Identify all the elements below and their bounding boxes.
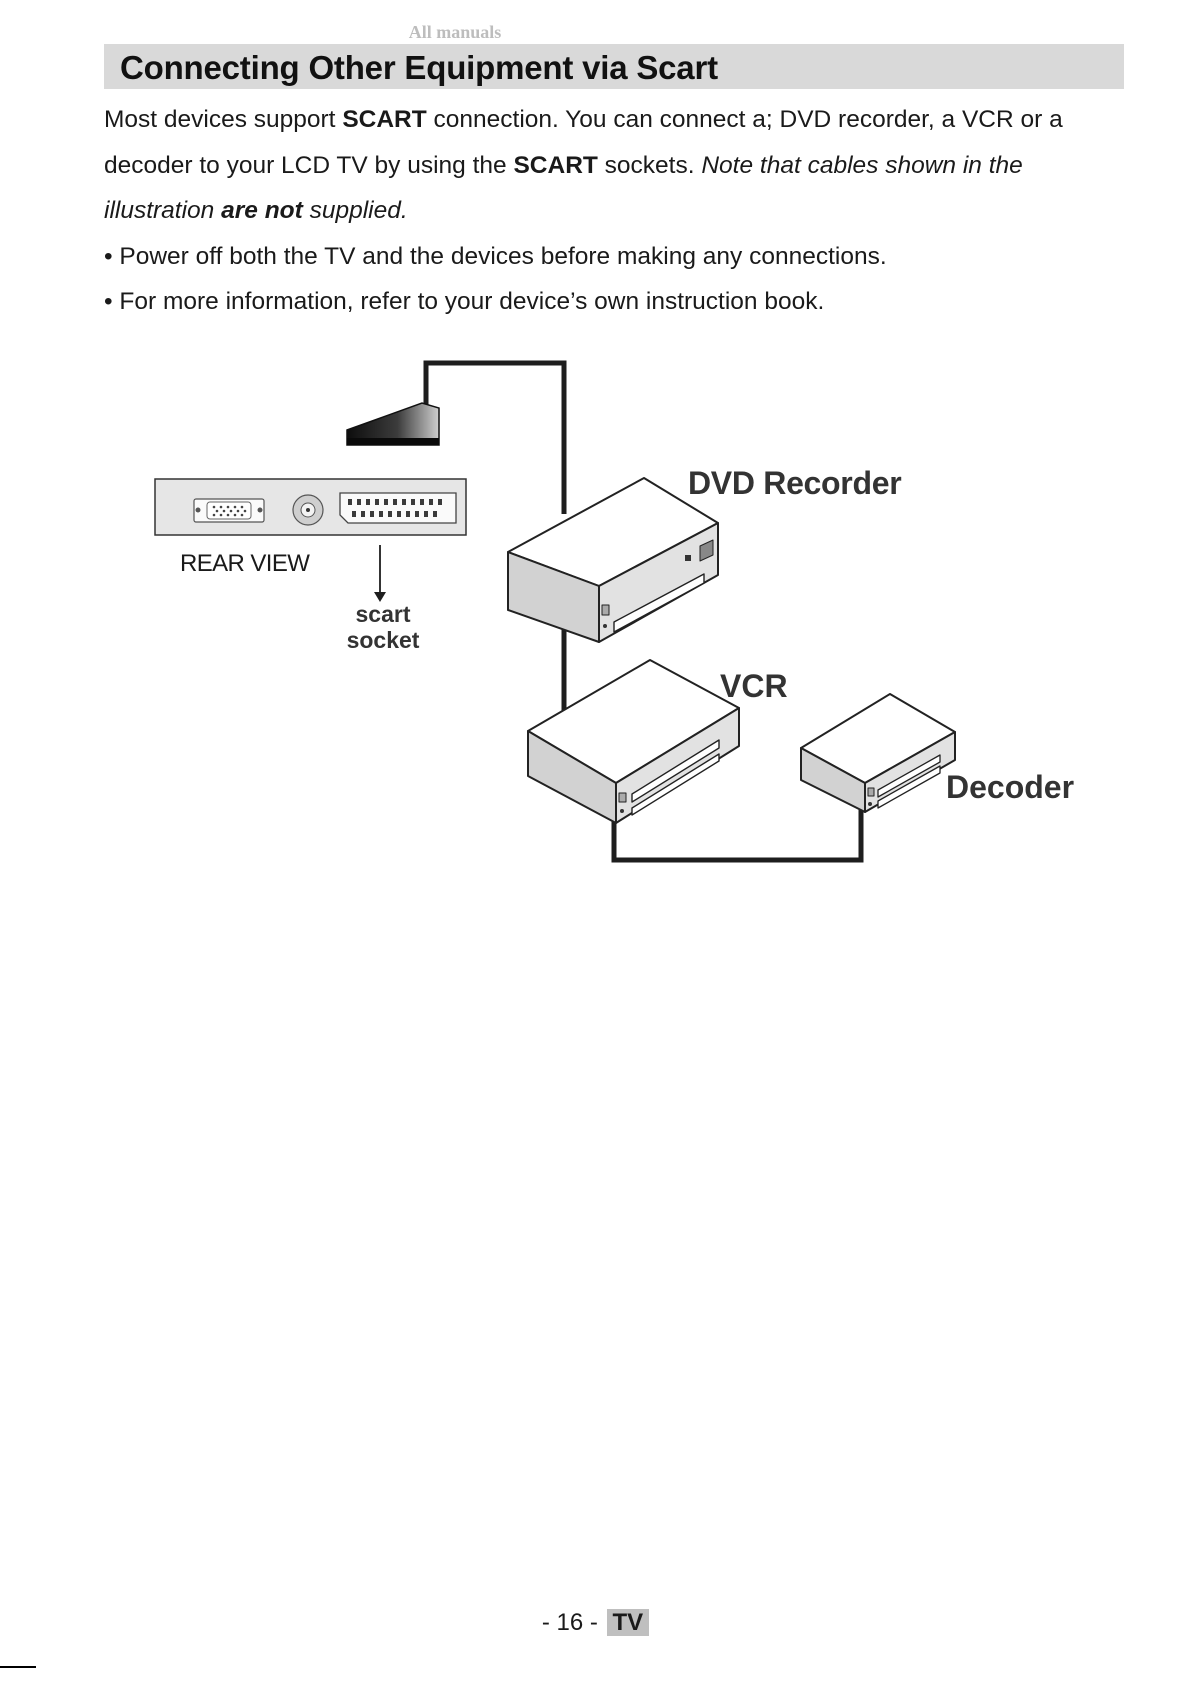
decoder-device [800,693,956,813]
watermark: All manuals [408,22,502,42]
intro-text-2: connection. You can connect a; DVD recor… [104,106,1063,179]
bullet-marker: • [104,288,113,315]
scart-label-line1: scart [356,601,411,627]
vcr-label: VCR [720,668,788,704]
intro-paragraph: Most devices support SCART connection. Y… [104,97,1134,234]
bullet-item: • For more information, refer to your de… [104,279,1134,325]
page-number: - 16 - TV [0,1609,1191,1637]
intro-text-1: Most devices support [104,106,343,133]
antenna-socket-icon [292,494,324,526]
bullet-marker: • [104,242,113,270]
page-title: Connecting Other Equipment via Scart [120,49,718,86]
corner-divider [0,1666,36,1668]
vcr-device [527,659,740,824]
note-text-1: Note that cables shown in the illustrati… [104,151,1023,225]
scart-label-line2: socket [347,627,420,653]
vga-port-icon [193,498,265,523]
scart-cable [423,360,567,712]
rear-view-label: REAR VIEW [180,550,310,577]
decoder-label: Decoder [946,769,1074,805]
scart-term-1: SCART [342,106,427,133]
bullet-item: • Power off both the TV and the devices … [104,234,1134,280]
connection-diagram: REAR VIEW scart socket DVD Recorder VCR [154,360,1074,863]
page-section-tag: TV [606,1609,650,1636]
dvd-recorder-label: DVD Recorder [688,465,901,501]
dvd-recorder-device [507,477,719,643]
scart-plug-icon [346,402,440,446]
section-title-bar: Connecting Other Equipment via Scart [104,44,1124,89]
intro-text-3: sockets. [597,151,702,179]
scart-term-2: SCART [513,151,598,179]
page-number-text: - 16 - [541,1609,605,1636]
note-text-2: supplied. [302,197,408,224]
body-text: Most devices support SCART connection. Y… [104,97,1134,325]
scart-pointer-arrow [374,545,386,602]
scart-socket-icon [339,492,457,524]
vcr-decoder-cable [611,808,864,863]
bullet-text: For more information, refer to your devi… [119,288,825,315]
bullet-list: • Power off both the TV and the devices … [104,234,1134,325]
tv-rear-panel [154,478,467,536]
bullet-text: Power off both the TV and the devices be… [119,242,887,270]
note-emphasis: are not [221,197,303,224]
